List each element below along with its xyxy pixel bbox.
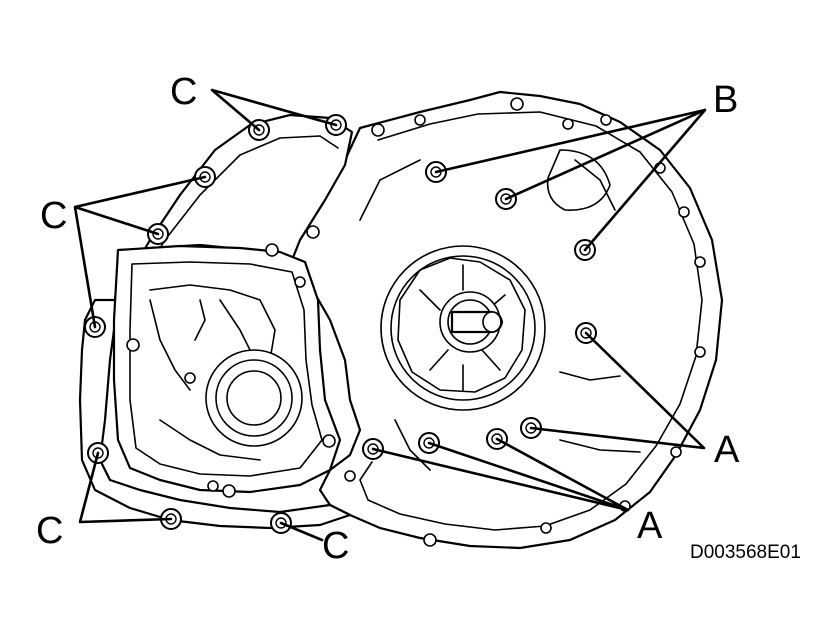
callout-a-bottom: A [637, 505, 663, 547]
bolts-a [362, 322, 597, 460]
figure-id: D003568E01 [690, 542, 801, 563]
callout-c-top: C [170, 71, 197, 113]
callout-c-bottom-left: C [36, 510, 63, 552]
callout-c-bottom: C [322, 525, 349, 567]
extension-housing-plate [112, 225, 342, 498]
callout-c-left: C [40, 195, 67, 237]
callout-b: B [713, 79, 738, 121]
oil-pump-assembly [344, 97, 706, 547]
callout-a-right: A [714, 429, 740, 471]
bolt-a-4 [418, 432, 440, 454]
leader-lines [73, 88, 707, 542]
transaxle-housing [78, 90, 724, 550]
